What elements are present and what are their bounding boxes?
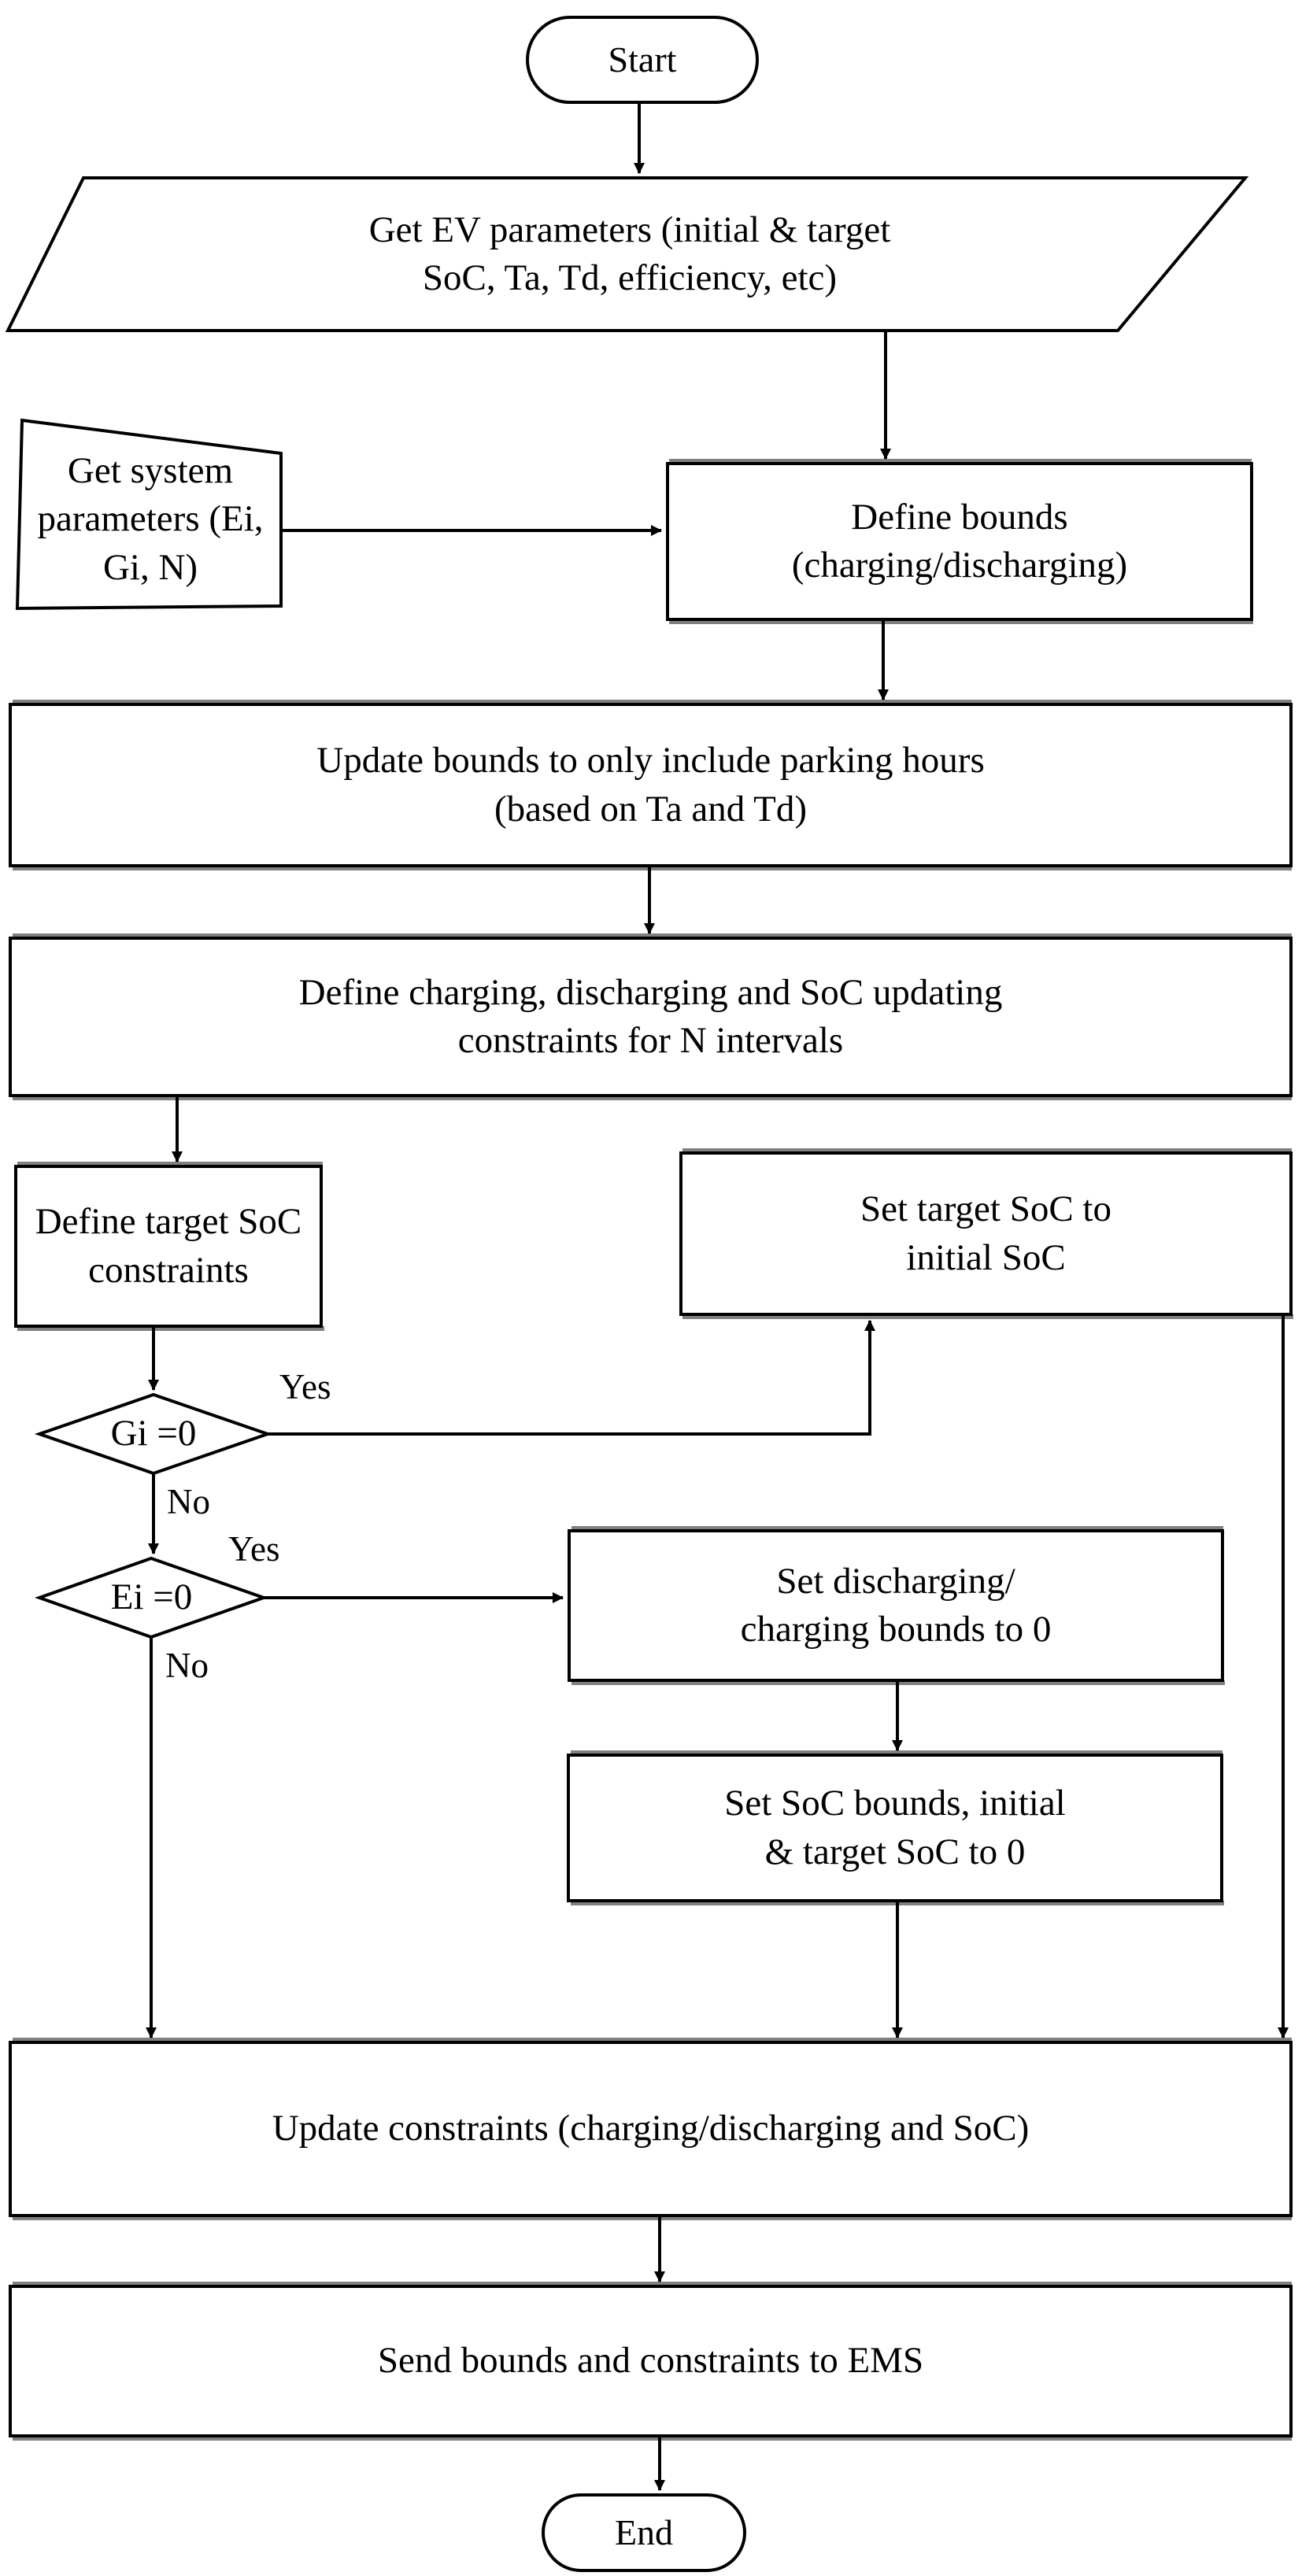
node-shape-get-ev-parameters [5, 176, 1249, 332]
node-shape-end [542, 2493, 746, 2572]
node-shape-set-target-soc [679, 1151, 1293, 1316]
node-shape-update-constraints [9, 2041, 1293, 2217]
node-shape-send-bounds [9, 2285, 1293, 2437]
node-shape-define-constraints [9, 937, 1293, 1097]
node-shape-set-discharging-bounds [568, 1529, 1224, 1682]
node-shape-set-soc-bounds [567, 1754, 1223, 1902]
node-shape-decision-gi [34, 1392, 273, 1476]
node-shape-start [526, 16, 759, 104]
node-shape-define-bounds [666, 462, 1253, 621]
node-shape-decision-ei [34, 1556, 269, 1639]
node-shape-update-bounds [9, 703, 1293, 867]
node-shape-define-target-soc [14, 1165, 323, 1328]
node-shape-get-system-parameters [15, 418, 283, 611]
edge-gi-yes-to-set-target-soc [268, 1320, 875, 1436]
